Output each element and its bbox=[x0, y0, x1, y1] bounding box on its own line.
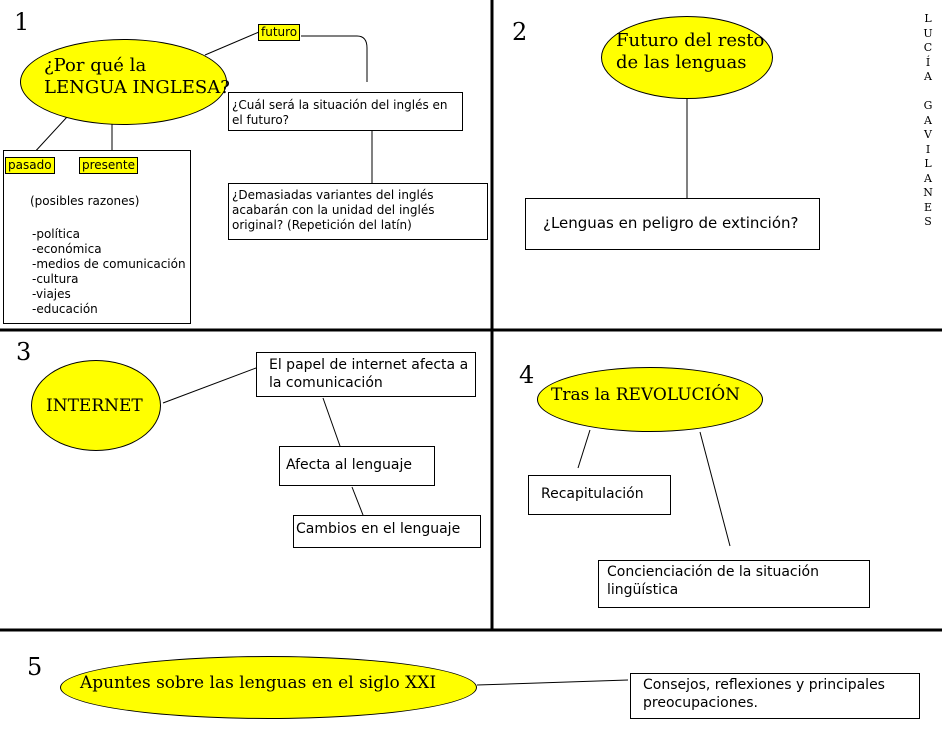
internet-title: INTERNET bbox=[46, 396, 143, 416]
author-letter: G bbox=[923, 99, 933, 112]
awareness-box[interactable]: Concienciación de la situación lingüísti… bbox=[598, 560, 870, 608]
reason-item: -política bbox=[32, 227, 80, 241]
panel-number-5: 5 bbox=[27, 653, 43, 681]
author-letter: N bbox=[923, 186, 933, 199]
recap-box[interactable]: Recapitulación bbox=[528, 475, 671, 515]
presente-label[interactable]: presente bbox=[79, 157, 138, 174]
advice-box[interactable]: Consejos, reflexiones y principales preo… bbox=[630, 673, 920, 719]
panel-number-2: 2 bbox=[512, 18, 528, 46]
reason-item: -cultura bbox=[32, 272, 79, 286]
language-changes-box[interactable]: Cambios en el lenguaje bbox=[293, 515, 481, 548]
internet-communication-box[interactable]: El papel de internet afecta a la comunic… bbox=[256, 352, 476, 397]
reason-item: -medios de comunicación bbox=[32, 257, 186, 271]
future-languages-ellipse[interactable]: Futuro del resto de las lenguas bbox=[601, 16, 773, 99]
author-letter: S bbox=[924, 215, 932, 228]
panel-number-4: 4 bbox=[519, 361, 535, 389]
internet-ellipse[interactable]: INTERNET bbox=[31, 360, 161, 451]
variants-question-box[interactable]: ¿Demasiadas variantes del inglés acabará… bbox=[228, 183, 488, 240]
why-english-ellipse[interactable]: ¿Por qué la LENGUA INGLESA? bbox=[20, 39, 230, 125]
pasado-label[interactable]: pasado bbox=[5, 157, 55, 174]
author-letter: A bbox=[924, 70, 932, 83]
extinction-question-box[interactable]: ¿Lenguas en peligro de extinción? bbox=[525, 198, 820, 250]
author-letter: L bbox=[924, 157, 932, 170]
notes-21st-century-title: Apuntes sobre las lenguas en el siglo XX… bbox=[80, 673, 437, 693]
reason-item: -viajes bbox=[32, 287, 71, 301]
author-letter: E bbox=[923, 200, 933, 214]
author-gap bbox=[916, 85, 940, 100]
author-letter: Í bbox=[925, 55, 931, 69]
why-english-title-line1: ¿Por qué la bbox=[44, 55, 147, 76]
author-letter: I bbox=[925, 142, 931, 156]
author-letter: V bbox=[924, 128, 932, 141]
author-letter: L bbox=[924, 12, 932, 25]
reasons-title: (posibles razones) bbox=[30, 194, 140, 208]
revolution-title: Tras la REVOLUCIÓN bbox=[551, 385, 741, 405]
reason-item: -económica bbox=[32, 242, 102, 256]
affects-language-box[interactable]: Afecta al lenguaje bbox=[279, 446, 435, 486]
futuro-label[interactable]: futuro bbox=[258, 24, 301, 41]
reason-item: -educación bbox=[32, 302, 98, 316]
author-letter: A bbox=[924, 171, 932, 185]
panel-number-3: 3 bbox=[16, 338, 32, 366]
future-languages-title-line1: Futuro del resto bbox=[616, 30, 765, 51]
panel-number-1: 1 bbox=[14, 8, 30, 36]
notes-21st-century-ellipse[interactable]: Apuntes sobre las lenguas en el siglo XX… bbox=[60, 656, 477, 719]
author-letter: U bbox=[923, 26, 933, 40]
reasons-box bbox=[3, 150, 191, 324]
author-letter: C bbox=[923, 41, 933, 54]
why-english-title-line2: LENGUA INGLESA? bbox=[44, 77, 230, 98]
future-question-box[interactable]: ¿Cuál será la situación del inglés en el… bbox=[228, 92, 463, 131]
revolution-ellipse[interactable]: Tras la REVOLUCIÓN bbox=[537, 367, 763, 432]
reasons-list: -política-económica-medios de comunicaci… bbox=[32, 227, 186, 317]
author-letter: A bbox=[924, 113, 932, 127]
future-languages-title-line2: de las lenguas bbox=[616, 52, 747, 73]
